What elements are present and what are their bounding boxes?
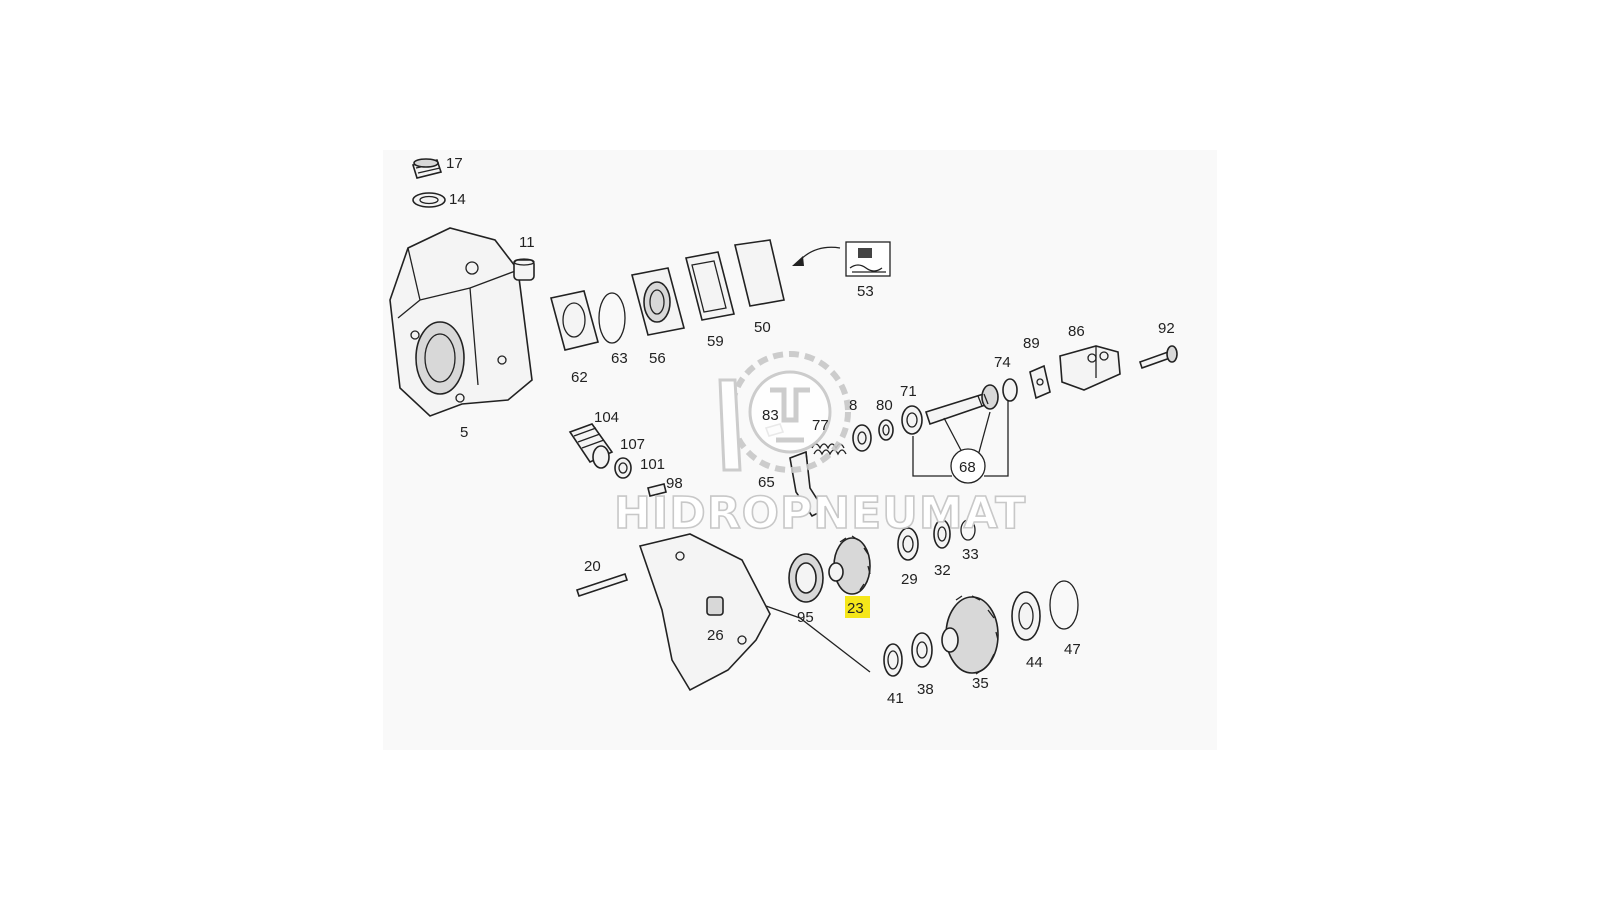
label-101: 101 bbox=[640, 456, 665, 473]
label-74: 74 bbox=[994, 354, 1011, 371]
part-11-bushing bbox=[513, 258, 535, 281]
leader-line bbox=[765, 605, 871, 673]
label-17: 17 bbox=[446, 155, 463, 172]
part-38-bearing bbox=[911, 632, 933, 668]
label-44: 44 bbox=[1026, 654, 1043, 671]
part-8-bearing bbox=[852, 424, 872, 452]
part-53-oil-icon bbox=[845, 241, 891, 277]
hidropneumat-gear-logo bbox=[718, 351, 851, 473]
label-83: 83 bbox=[762, 407, 779, 424]
label-92: 92 bbox=[1158, 320, 1175, 337]
part-35-gear bbox=[941, 595, 999, 675]
part-74-shaft bbox=[924, 384, 999, 426]
label-71: 71 bbox=[900, 383, 917, 400]
watermark-text: HIDROPNEUMAT bbox=[614, 488, 1026, 539]
label-59: 59 bbox=[707, 333, 724, 350]
part-62-gasket bbox=[550, 290, 599, 351]
label-104: 104 bbox=[594, 409, 619, 426]
part-20-rod bbox=[575, 572, 629, 598]
part-89-gasket bbox=[1029, 364, 1051, 400]
part-104-fitting bbox=[568, 423, 614, 469]
part-cover-plate bbox=[638, 533, 771, 692]
label-33: 33 bbox=[962, 546, 979, 563]
oil-arrow bbox=[792, 246, 841, 266]
part-23-highlight bbox=[845, 596, 870, 618]
part-86-valve bbox=[1059, 345, 1121, 391]
part-95-synchro bbox=[788, 553, 824, 603]
label-80: 80 bbox=[876, 397, 893, 414]
label-62: 62 bbox=[571, 369, 588, 386]
label-23: 23 bbox=[847, 600, 864, 617]
part-26-needle-bearing bbox=[706, 596, 724, 616]
label-5: 5 bbox=[460, 424, 468, 441]
part-17-cap bbox=[411, 158, 443, 179]
label-29: 29 bbox=[901, 571, 918, 588]
part-33-circlip bbox=[960, 519, 976, 541]
part-71-seal bbox=[901, 405, 923, 435]
part-23-gear bbox=[828, 535, 871, 595]
part-92-bolt bbox=[1138, 345, 1178, 370]
part-63-oring bbox=[598, 292, 626, 344]
part-47-circlip bbox=[1049, 580, 1079, 630]
label-35: 35 bbox=[972, 675, 989, 692]
label-38: 38 bbox=[917, 681, 934, 698]
part-44-bearing bbox=[1011, 591, 1041, 641]
part-56-flange bbox=[631, 267, 685, 336]
label-68: 68 bbox=[959, 459, 976, 476]
label-89: 89 bbox=[1023, 335, 1040, 352]
label-107: 107 bbox=[620, 436, 645, 453]
part-14-washer bbox=[412, 192, 446, 208]
label-77: 77 bbox=[812, 417, 829, 434]
part-74-ring bbox=[1002, 378, 1018, 402]
part-50-cover bbox=[734, 239, 785, 307]
label-53: 53 bbox=[857, 283, 874, 300]
part-107-ring bbox=[614, 457, 632, 479]
label-26: 26 bbox=[707, 627, 724, 644]
part-59-gasket bbox=[685, 251, 735, 321]
label-98: 98 bbox=[666, 475, 683, 492]
part-29-bearing bbox=[897, 527, 919, 561]
label-11: 11 bbox=[519, 234, 535, 251]
label-41: 41 bbox=[887, 690, 904, 707]
part-32-washer bbox=[933, 519, 951, 549]
label-95: 95 bbox=[797, 609, 814, 626]
part-98-pin bbox=[647, 483, 667, 497]
label-47: 47 bbox=[1064, 641, 1081, 658]
label-32: 32 bbox=[934, 562, 951, 579]
part-68-group-bracket bbox=[912, 400, 1009, 484]
label-20: 20 bbox=[584, 558, 601, 575]
label-14: 14 bbox=[449, 191, 466, 208]
part-41-shim bbox=[883, 643, 903, 677]
part-80-ring bbox=[878, 419, 894, 441]
label-65: 65 bbox=[758, 474, 775, 491]
label-8: 8 bbox=[849, 397, 857, 414]
label-86: 86 bbox=[1068, 323, 1085, 340]
label-63: 63 bbox=[611, 350, 628, 367]
label-50: 50 bbox=[754, 319, 771, 336]
label-56: 56 bbox=[649, 350, 666, 367]
part-5-housing bbox=[389, 227, 533, 417]
